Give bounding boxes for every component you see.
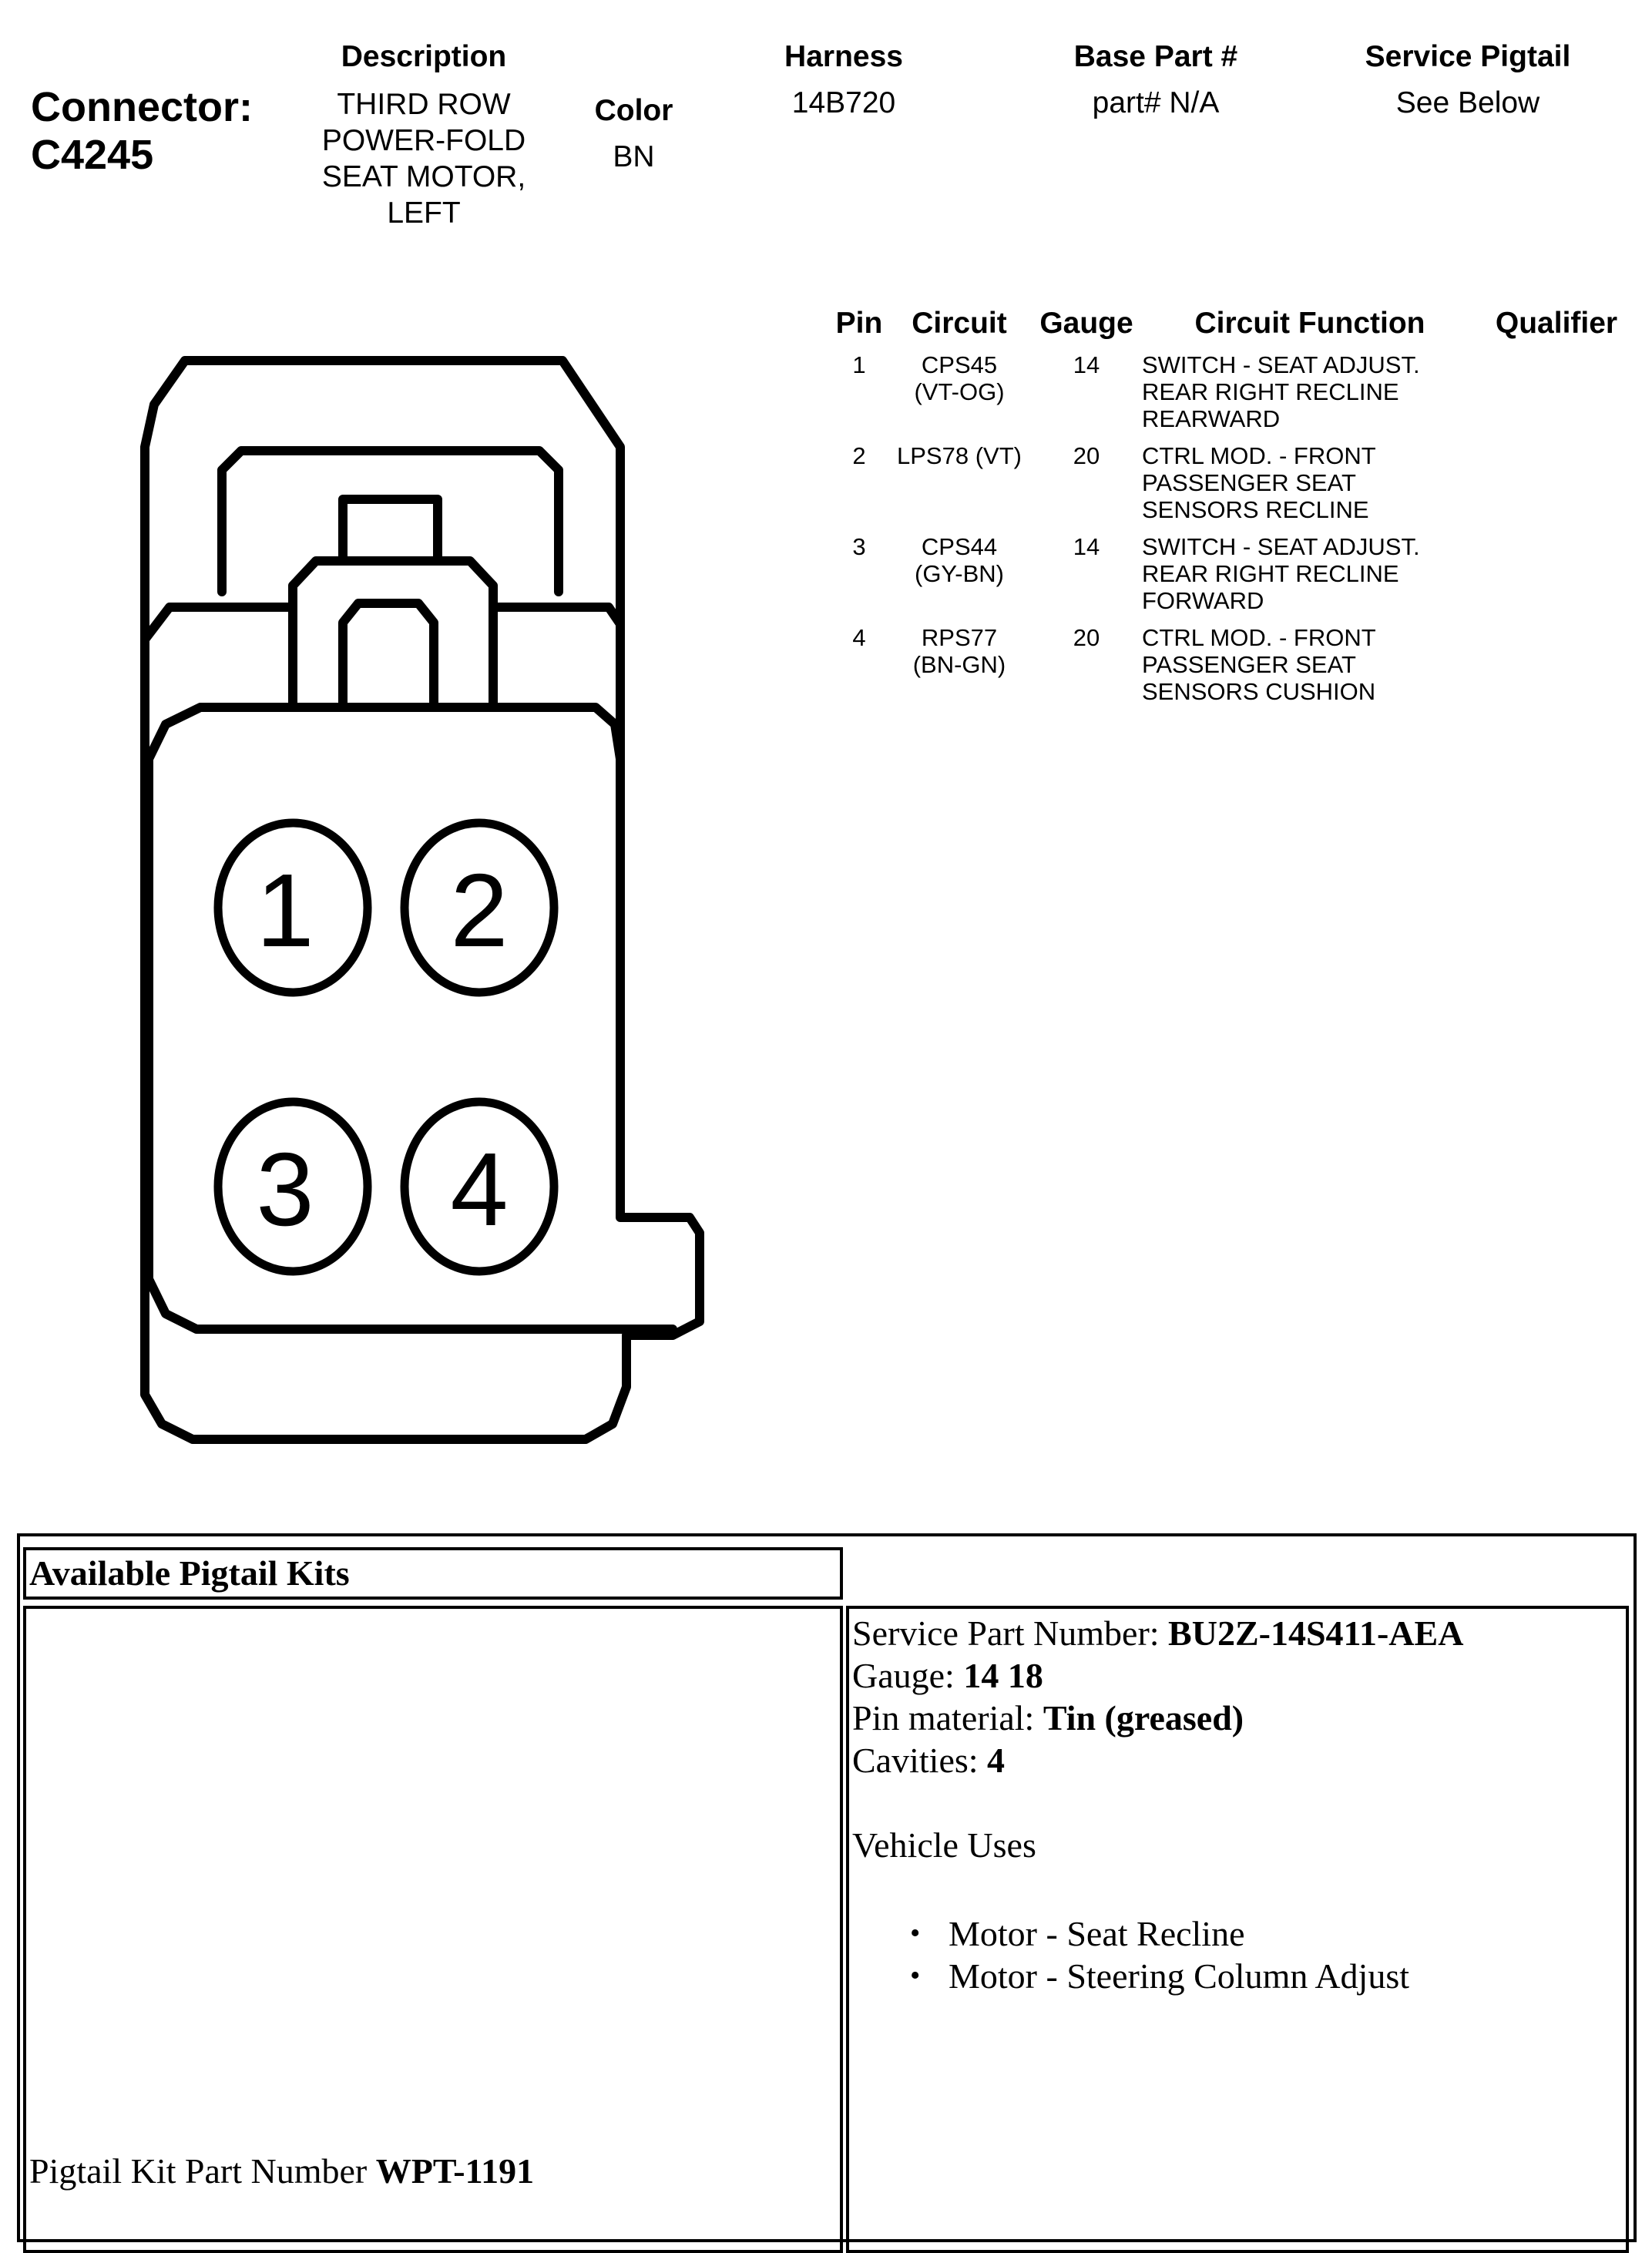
pin-4-circle <box>400 1097 559 1276</box>
harness-value: 14B720 <box>791 86 896 119</box>
base-part-value: part# N/A <box>1092 86 1220 119</box>
function-line: CTRL MOD. - FRONT <box>1142 624 1376 651</box>
function-line: REAR RIGHT RECLINE <box>1142 560 1399 587</box>
function-line: REAR RIGHT RECLINE <box>1142 378 1399 405</box>
description-line: LEFT <box>387 196 461 230</box>
gauge-cell: 20 <box>1073 442 1100 469</box>
pin-number: 4 <box>852 624 866 651</box>
function-line: REARWARD <box>1142 405 1281 432</box>
connector-pin-face <box>144 703 677 1334</box>
description-label: Description <box>341 40 507 73</box>
connector-label: Connector: <box>31 84 253 130</box>
description-line: SEAT MOTOR, <box>321 160 526 193</box>
pin-2-circle <box>400 818 559 997</box>
service-pigtail-label: Service Pigtail <box>1365 40 1571 73</box>
function-line: FORWARD <box>1142 587 1264 614</box>
kit-part-label: Pigtail Kit Part Number <box>29 2151 376 2191</box>
spacer <box>852 1866 1463 1912</box>
pigtail-info: Service Part Number: BU2Z-14S411-AEA Gau… <box>852 1612 1463 1997</box>
circuit-cell: LPS78 (VT) <box>886 442 1032 469</box>
function-line: SWITCH - SEAT ADJUST. <box>1142 351 1420 378</box>
service-part-label: Service Part Number: <box>852 1613 1169 1653</box>
connector-upper-band <box>140 603 297 712</box>
function-line: SENSORS CUSHION <box>1142 678 1376 705</box>
base-part-label: Base Part # <box>1073 40 1238 73</box>
pigtail-title: Available Pigtail Kits <box>29 1553 350 1593</box>
function-cell: SWITCH - SEAT ADJUST. REAR RIGHT RECLINE… <box>1142 351 1473 432</box>
circuit-line: CPS45 <box>921 351 998 378</box>
qualifier-col-header: Qualifier <box>1495 307 1618 340</box>
circuit-cell: CPS44 (GY-BN) <box>886 533 1032 587</box>
pin-3-label: 3 <box>256 1131 314 1247</box>
list-item: Motor - Seat Recline <box>910 1912 1463 1955</box>
pin-3-circle <box>213 1097 372 1276</box>
color-label: Color <box>594 94 673 127</box>
service-part-value: BU2Z-14S411-AEA <box>1168 1613 1464 1653</box>
connector-upper-band-right <box>489 603 625 712</box>
gauge-cell: 14 <box>1073 533 1100 560</box>
circuit-cell: RPS77 (BN-GN) <box>886 624 1032 678</box>
pin-number: 2 <box>852 442 866 469</box>
cavities-line: Cavities: 4 <box>852 1739 1463 1781</box>
circuit-line: (VT-OG) <box>914 378 1005 405</box>
circuit-line: RPS77 <box>921 624 998 651</box>
gauge-col-header: Gauge <box>1039 307 1133 340</box>
circuit-line: (GY-BN) <box>915 560 1004 587</box>
harness-label: Harness <box>784 40 903 73</box>
vehicle-uses-list: Motor - Seat Recline Motor - Steering Co… <box>910 1912 1463 1997</box>
function-col-header: Circuit Function <box>1194 307 1425 340</box>
function-line: PASSENGER SEAT <box>1142 469 1356 496</box>
circuit-line: LPS78 (VT) <box>897 442 1022 469</box>
pin-4-label: 4 <box>450 1131 508 1247</box>
pin-material-value: Tin (greased) <box>1043 1698 1244 1738</box>
circuit-line: CPS44 <box>921 533 998 560</box>
function-line: CTRL MOD. - FRONT <box>1142 442 1376 469</box>
pin-number: 3 <box>852 533 866 560</box>
color-value: BN <box>613 140 655 173</box>
function-line: SENSORS RECLINE <box>1142 496 1369 523</box>
service-pigtail-value: See Below <box>1395 86 1540 119</box>
pin-1-label: 1 <box>256 852 314 969</box>
description-line: THIRD ROW <box>337 88 511 121</box>
connector-latch <box>288 556 498 712</box>
description-value: THIRD ROW POWER-FOLD SEAT MOTOR, LEFT <box>285 86 562 231</box>
spacer <box>852 1781 1463 1824</box>
vehicle-uses-label: Vehicle Uses <box>852 1825 1036 1865</box>
description-line: POWER-FOLD <box>321 124 526 157</box>
kit-part-line: Pigtail Kit Part Number WPT-1191 <box>29 2150 534 2192</box>
pin-2-label: 2 <box>450 852 508 969</box>
service-part-line: Service Part Number: BU2Z-14S411-AEA <box>852 1612 1463 1654</box>
pin-material-line: Pin material: Tin (greased) <box>852 1697 1463 1739</box>
function-cell: CTRL MOD. - FRONT PASSENGER SEAT SENSORS… <box>1142 624 1473 705</box>
connector-title: Connector: C4245 <box>31 83 253 179</box>
pin-circles <box>213 818 559 1276</box>
connector-diagram: 1 2 3 4 <box>140 356 704 1444</box>
pin-number: 1 <box>852 351 866 378</box>
pin-material-label: Pin material: <box>852 1698 1043 1738</box>
connector-latch-tab <box>338 495 442 566</box>
connector-lock-arch <box>217 446 563 596</box>
gauge-label: Gauge: <box>852 1656 964 1695</box>
function-line: PASSENGER SEAT <box>1142 651 1356 678</box>
function-cell: SWITCH - SEAT ADJUST. REAR RIGHT RECLINE… <box>1142 533 1473 614</box>
gauge-line: Gauge: 14 18 <box>852 1654 1463 1697</box>
pigtail-title-cell <box>23 1547 843 1600</box>
kit-part-value: WPT-1191 <box>375 2151 535 2191</box>
circuit-line: (BN-GN) <box>912 651 1006 678</box>
pin-col-header: Pin <box>835 307 883 340</box>
connector-outer-shell <box>140 356 704 1444</box>
gauge-cell: 14 <box>1073 351 1100 378</box>
connector-latch-window <box>338 599 438 712</box>
cavities-value: 4 <box>987 1741 1006 1780</box>
function-line: SWITCH - SEAT ADJUST. <box>1142 533 1420 560</box>
list-item: Motor - Steering Column Adjust <box>910 1955 1463 1997</box>
connector-id: C4245 <box>31 132 154 178</box>
pin-1-circle <box>213 818 372 997</box>
gauge-value: 14 18 <box>963 1656 1043 1695</box>
circuit-col-header: Circuit <box>912 307 1007 340</box>
gauge-cell: 20 <box>1073 624 1100 651</box>
cavities-label: Cavities: <box>852 1741 988 1780</box>
circuit-cell: CPS45 (VT-OG) <box>886 351 1032 405</box>
function-cell: CTRL MOD. - FRONT PASSENGER SEAT SENSORS… <box>1142 442 1473 523</box>
